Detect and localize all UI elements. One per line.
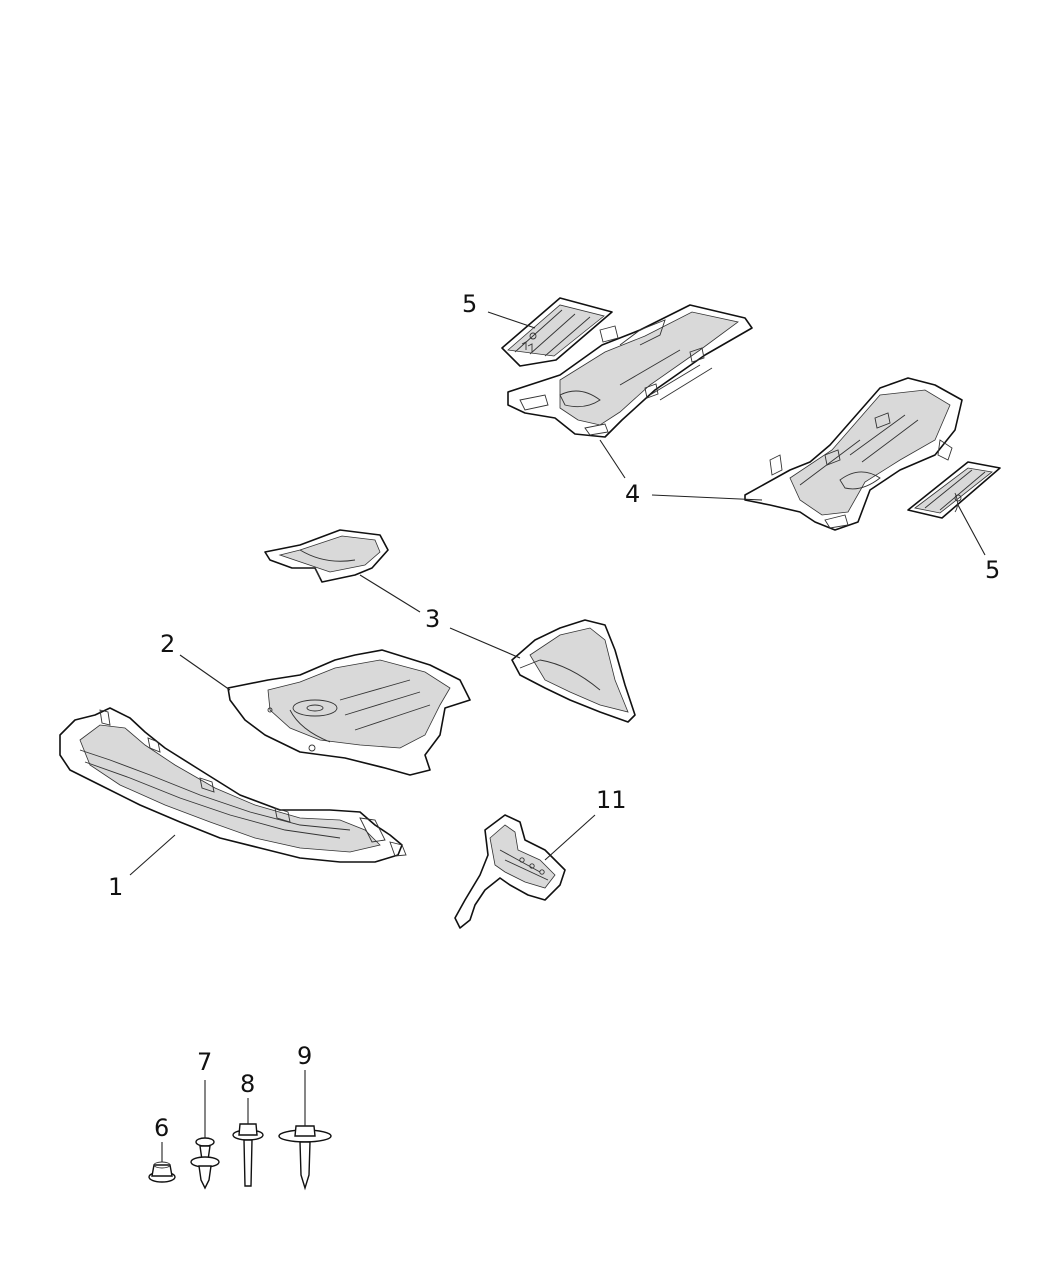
part-5-lower-panel[interactable] (907, 461, 1001, 519)
callout-5-lower: 5 (985, 556, 1000, 584)
callout-9: 9 (297, 1042, 312, 1070)
part-3-lower-deflector[interactable] (511, 619, 636, 723)
part-3-upper-deflector[interactable] (264, 529, 389, 583)
part-4-upper-shield[interactable] (507, 304, 753, 438)
callout-1: 1 (108, 873, 123, 901)
part-9-screw[interactable] (278, 1125, 332, 1191)
part-7-push-pin[interactable] (190, 1137, 220, 1190)
part-1-front-shield[interactable] (59, 707, 407, 863)
leader-lines (129, 311, 986, 1162)
callout-2: 2 (160, 630, 175, 658)
callout-3: 3 (425, 605, 440, 633)
part-2-belly-pan[interactable] (227, 649, 471, 776)
callout-11: 11 (596, 786, 627, 814)
callout-labels: 1 2 3 4 5 5 6 7 8 9 11 (108, 290, 1000, 1142)
part-8-bolt[interactable] (232, 1123, 264, 1187)
part-4-lower-shield[interactable] (744, 377, 963, 531)
callout-7: 7 (197, 1048, 212, 1076)
part-5-upper-panel[interactable] (501, 297, 613, 367)
part-6-nut[interactable] (148, 1161, 176, 1183)
callout-8: 8 (240, 1070, 255, 1098)
part-11-bracket[interactable] (454, 814, 566, 929)
callout-6: 6 (154, 1114, 169, 1142)
callout-4: 4 (625, 480, 640, 508)
callout-5-upper: 5 (462, 290, 477, 318)
